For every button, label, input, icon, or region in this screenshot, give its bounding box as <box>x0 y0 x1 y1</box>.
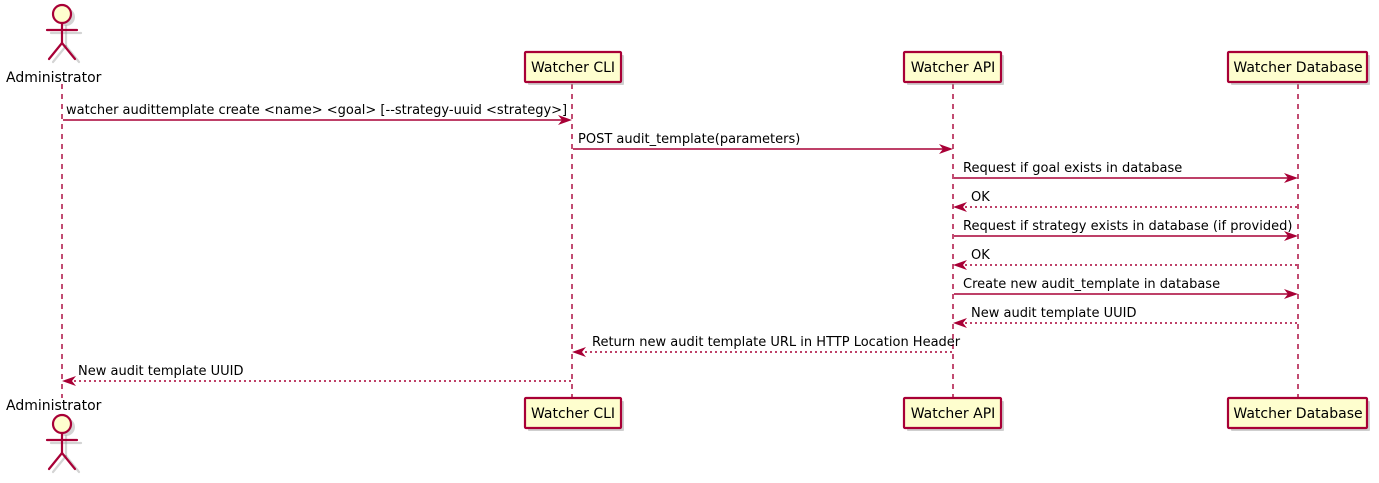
actor-head-icon <box>51 3 73 25</box>
actor-right-leg-icon <box>60 41 77 61</box>
message-2: POST audit_template(parameters) <box>573 132 953 154</box>
message-8-label: New audit template UUID <box>971 306 1136 321</box>
actor-right-leg-icon <box>60 451 77 471</box>
message-1-label: watcher audittemplate create <name> <goa… <box>66 103 567 118</box>
message-7: Create new audit_template in database <box>954 277 1298 299</box>
lifelines-group <box>61 84 1299 398</box>
message-5-label: Request if strategy exists in database (… <box>963 219 1292 234</box>
message-9-arrowhead <box>572 347 586 357</box>
message-9: Return new audit template URL in HTTP Lo… <box>572 335 961 357</box>
message-8-arrowhead <box>953 318 967 328</box>
actor-label-administrator-bottom: Administrator <box>6 398 102 414</box>
participant-watcher-database-top[interactable]: Watcher Database <box>1226 50 1370 85</box>
message-1: watcher audittemplate create <name> <goa… <box>63 103 572 125</box>
actor-top-figure <box>45 3 79 61</box>
message-3-arrowhead <box>1284 173 1298 183</box>
message-2-arrowhead <box>939 144 953 154</box>
participant-box-watcher-database-top <box>1226 50 1369 84</box>
message-10: New audit template UUID <box>62 364 571 386</box>
message-10-label: New audit template UUID <box>78 364 243 379</box>
participant-watcher-api-top[interactable]: Watcher API <box>902 50 1004 85</box>
participant-watcher-api-bottom[interactable]: Watcher API <box>902 396 1004 431</box>
message-1-arrowhead <box>558 115 572 125</box>
actor-left-leg-icon <box>47 451 64 471</box>
participant-label-watcher-database-top: Watcher Database <box>1233 60 1362 76</box>
participant-box-watcher-database-bottom <box>1226 396 1369 430</box>
message-4: OK <box>953 190 1297 212</box>
message-5: Request if strategy exists in database (… <box>954 219 1298 241</box>
message-4-label: OK <box>971 190 990 205</box>
actor-head-icon <box>51 413 73 435</box>
message-7-arrowhead <box>1284 289 1298 299</box>
participant-label-watcher-api-bottom: Watcher API <box>911 406 996 422</box>
message-5-arrowhead <box>1284 231 1298 241</box>
message-6-arrowhead <box>953 260 967 270</box>
participant-watcher-cli-bottom[interactable]: Watcher CLI <box>523 396 624 431</box>
participant-label-watcher-api-top: Watcher API <box>911 60 996 76</box>
actor-label-administrator-top: Administrator <box>6 70 102 86</box>
participant-box-watcher-cli-bottom <box>523 396 623 430</box>
participant-box-watcher-cli-top <box>523 50 623 84</box>
actor-administrator-bottom[interactable]: Administrator <box>6 398 102 474</box>
participant-watcher-cli-top[interactable]: Watcher CLI <box>523 50 624 85</box>
message-7-label: Create new audit_template in database <box>963 277 1220 292</box>
message-2-label: POST audit_template(parameters) <box>578 132 800 147</box>
message-10-arrowhead <box>62 376 76 386</box>
message-3-label: Request if goal exists in database <box>963 161 1182 176</box>
message-6-label: OK <box>971 248 990 263</box>
participant-watcher-database-bottom[interactable]: Watcher Database <box>1226 396 1370 431</box>
actor-left-leg-icon <box>47 41 64 61</box>
message-9-label: Return new audit template URL in HTTP Lo… <box>592 335 961 350</box>
actor-bottom-figure <box>45 413 79 471</box>
message-8: New audit template UUID <box>953 306 1297 328</box>
participant-box-watcher-api-top <box>902 50 1003 84</box>
message-3: Request if goal exists in database <box>954 161 1298 183</box>
actor-administrator-top[interactable]: Administrator <box>6 3 102 86</box>
message-6: OK <box>953 248 1297 270</box>
participant-label-watcher-database-bottom: Watcher Database <box>1233 406 1362 422</box>
message-4-arrowhead <box>953 202 967 212</box>
participant-box-watcher-api-bottom <box>902 396 1003 430</box>
participant-label-watcher-cli-bottom: Watcher CLI <box>531 406 615 422</box>
participant-label-watcher-cli-top: Watcher CLI <box>531 60 615 76</box>
